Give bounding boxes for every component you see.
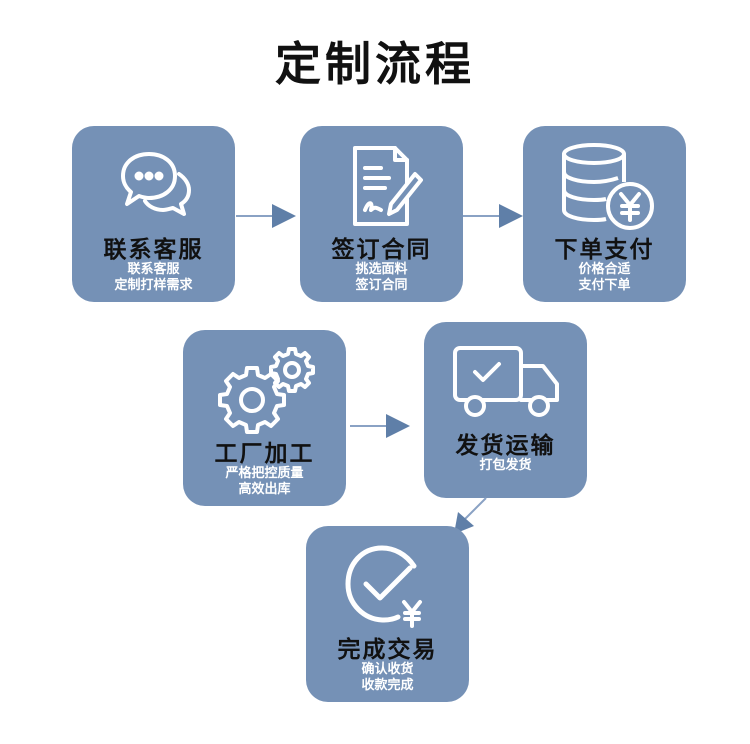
step-label: 下单支付 [554, 237, 655, 263]
step-subline: 收款完成 [361, 678, 414, 693]
step-subline: 联系客服 [127, 262, 180, 277]
step-label: 工厂加工 [214, 441, 315, 467]
step-label: 发货运输 [455, 433, 556, 459]
step-label: 签订合同 [331, 237, 432, 263]
arrow-down-left-icon [454, 497, 487, 534]
step-subtext: 确认收货 收款完成 [306, 662, 469, 694]
step-subline: 严格把控质量 [225, 466, 304, 481]
step-subtext: 打包发货 [424, 458, 587, 474]
step-subline: 签订合同 [355, 278, 408, 293]
step-card-complete: 完成交易 确认收货 收款完成 [306, 526, 469, 702]
step-subtext: 价格合适 支付下单 [523, 262, 686, 294]
step-subline: 挑选面料 [355, 262, 408, 277]
chat-bubbles-icon [72, 140, 235, 236]
step-card-contact: 联系客服 联系客服 定制打样需求 [72, 126, 235, 302]
arrow-right-icon [463, 204, 523, 228]
arrow-right-icon [350, 414, 410, 438]
arrow-right-icon [236, 204, 296, 228]
delivery-truck-icon [424, 336, 587, 432]
step-card-contract: 签订合同 挑选面料 签订合同 [300, 126, 463, 302]
step-subtext: 联系客服 定制打样需求 [72, 262, 235, 294]
step-card-shipping: 发货运输 打包发货 [424, 322, 587, 498]
contract-signing-icon [300, 140, 463, 236]
step-subline: 支付下单 [578, 278, 631, 293]
step-label: 完成交易 [337, 637, 438, 663]
step-subline: 高效出库 [238, 482, 291, 497]
page-title: 定制流程 [275, 37, 475, 91]
step-subline: 打包发货 [479, 458, 532, 473]
step-label: 联系客服 [103, 237, 204, 263]
step-subtext: 挑选面料 签订合同 [300, 262, 463, 294]
check-yen-icon [306, 540, 469, 636]
step-card-factory: 工厂加工 严格把控质量 高效出库 [183, 330, 346, 506]
coin-stack-yen-icon [523, 140, 686, 236]
gears-icon [183, 344, 346, 440]
step-subtext: 严格把控质量 高效出库 [183, 466, 346, 498]
step-card-payment: 下单支付 价格合适 支付下单 [523, 126, 686, 302]
step-subline: 价格合适 [578, 262, 631, 277]
step-subline: 定制打样需求 [114, 278, 193, 293]
step-subline: 确认收货 [361, 662, 414, 677]
